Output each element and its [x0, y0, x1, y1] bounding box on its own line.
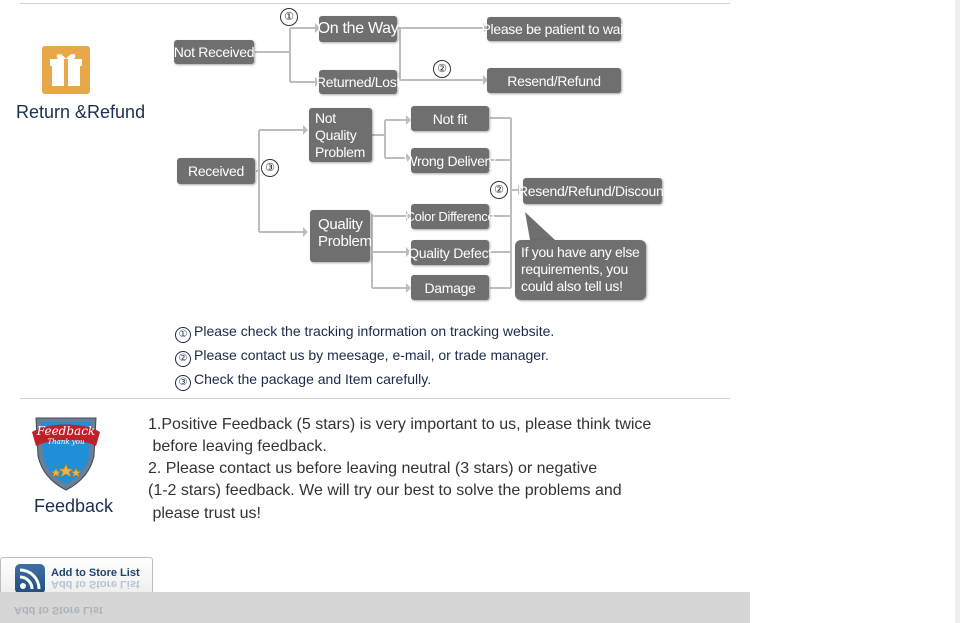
feedback-badge-line2: Thank you	[47, 438, 84, 446]
resend-refund-discount-box: Resend/Refund/Discount	[518, 178, 667, 204]
color-difference-box: Color Difference	[406, 204, 495, 229]
add-to-store-list-reflection: Add to Store List	[51, 578, 140, 590]
resend-refund-box: Resend/Refund	[487, 68, 621, 93]
top-divider	[20, 3, 730, 4]
quality-problem-box: Quality Problem	[310, 210, 372, 262]
step-1-marker: ①	[280, 8, 298, 26]
bottom-bar	[0, 592, 750, 623]
feedback-badge-line1: Feedback	[36, 424, 95, 438]
feedback-line-4: (1-2 stars) feedback. We will try our be…	[148, 482, 622, 499]
feedback-line-5: please trust us!	[148, 505, 261, 522]
gift-icon	[42, 46, 90, 94]
damage-box: Damage	[411, 275, 489, 300]
return-refund-label: Return &Refund	[16, 102, 146, 122]
not-quality-problem-box: Not Quality Problem	[309, 108, 372, 162]
be-patient-box: Please be patient to wait	[481, 17, 627, 41]
step-2-marker-top: ②	[433, 60, 451, 78]
note-3-text: Check the package and Item carefully.	[194, 371, 432, 387]
add-to-store-list-label: Add to Store List	[51, 567, 140, 579]
returned-lost-box: Returned/Lost	[316, 70, 400, 94]
not-fit-box: Not fit	[411, 106, 489, 131]
wrong-delivery-box: Wrong Delivery	[404, 148, 496, 173]
note-3-number: ③	[175, 375, 191, 391]
quality-defect-box: Quality Defect	[408, 240, 492, 265]
feedback-line-2: before leaving feedback.	[148, 438, 327, 455]
middle-divider	[20, 398, 730, 399]
rss-icon	[15, 564, 45, 594]
not-received-box: Not Received	[174, 40, 255, 64]
on-the-way-box: On the Way	[318, 16, 399, 42]
note-1-number: ①	[175, 327, 191, 343]
received-box: Received	[177, 158, 255, 184]
note-1-text: Please check the tracking information on…	[194, 323, 555, 339]
feedback-label: Feedback	[34, 496, 114, 516]
else-requirements-bubble: If you have any else requirements, you c…	[515, 240, 646, 300]
feedback-line-3: 2. Please contact us before leaving neut…	[148, 460, 598, 477]
step-2-marker-right: ②	[490, 181, 508, 199]
note-2-text: Please contact us by meesage, e-mail, or…	[194, 347, 549, 363]
right-edge	[955, 0, 960, 623]
feedback-shield-icon: Feedback Thank you	[28, 412, 104, 492]
bottom-reflection: Add to Store List	[14, 604, 103, 616]
note-2-number: ②	[175, 351, 191, 367]
step-3-marker: ③	[261, 159, 279, 177]
feedback-line-1: 1.Positive Feedback (5 stars) is very im…	[148, 416, 652, 433]
